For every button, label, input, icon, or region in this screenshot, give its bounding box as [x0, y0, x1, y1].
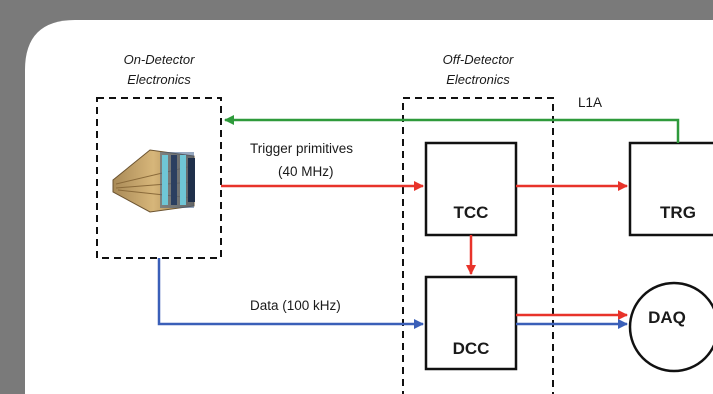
data-label: Data (100 kHz)	[250, 298, 341, 313]
on-detector-label-line1: On-Detector	[124, 52, 195, 67]
tcc-label: TCC	[454, 203, 489, 222]
l1a-label: L1A	[578, 95, 602, 110]
dcc-box	[424, 275, 518, 371]
daq-label: DAQ	[648, 308, 686, 327]
on-detector-group-box	[96, 97, 222, 259]
data-arrow	[157, 258, 424, 329]
dcc-label: DCC	[453, 339, 490, 358]
daq-circle	[628, 281, 713, 373]
calorimeter-module-icon	[112, 149, 195, 213]
trigger-primitives-label-line2: (40 MHz)	[278, 164, 334, 179]
trg-label: TRG	[660, 203, 696, 222]
off-detector-group-box	[402, 97, 554, 394]
on-detector-label-line2: Electronics	[127, 72, 191, 87]
trg-box	[628, 141, 713, 237]
panel-background	[25, 20, 713, 394]
l1a-arrow	[224, 115, 680, 143]
off-detector-label-line1: Off-Detector	[443, 52, 514, 67]
trigger-primitives-label-line1: Trigger primitives	[250, 141, 353, 156]
off-detector-label-line2: Electronics	[446, 72, 510, 87]
